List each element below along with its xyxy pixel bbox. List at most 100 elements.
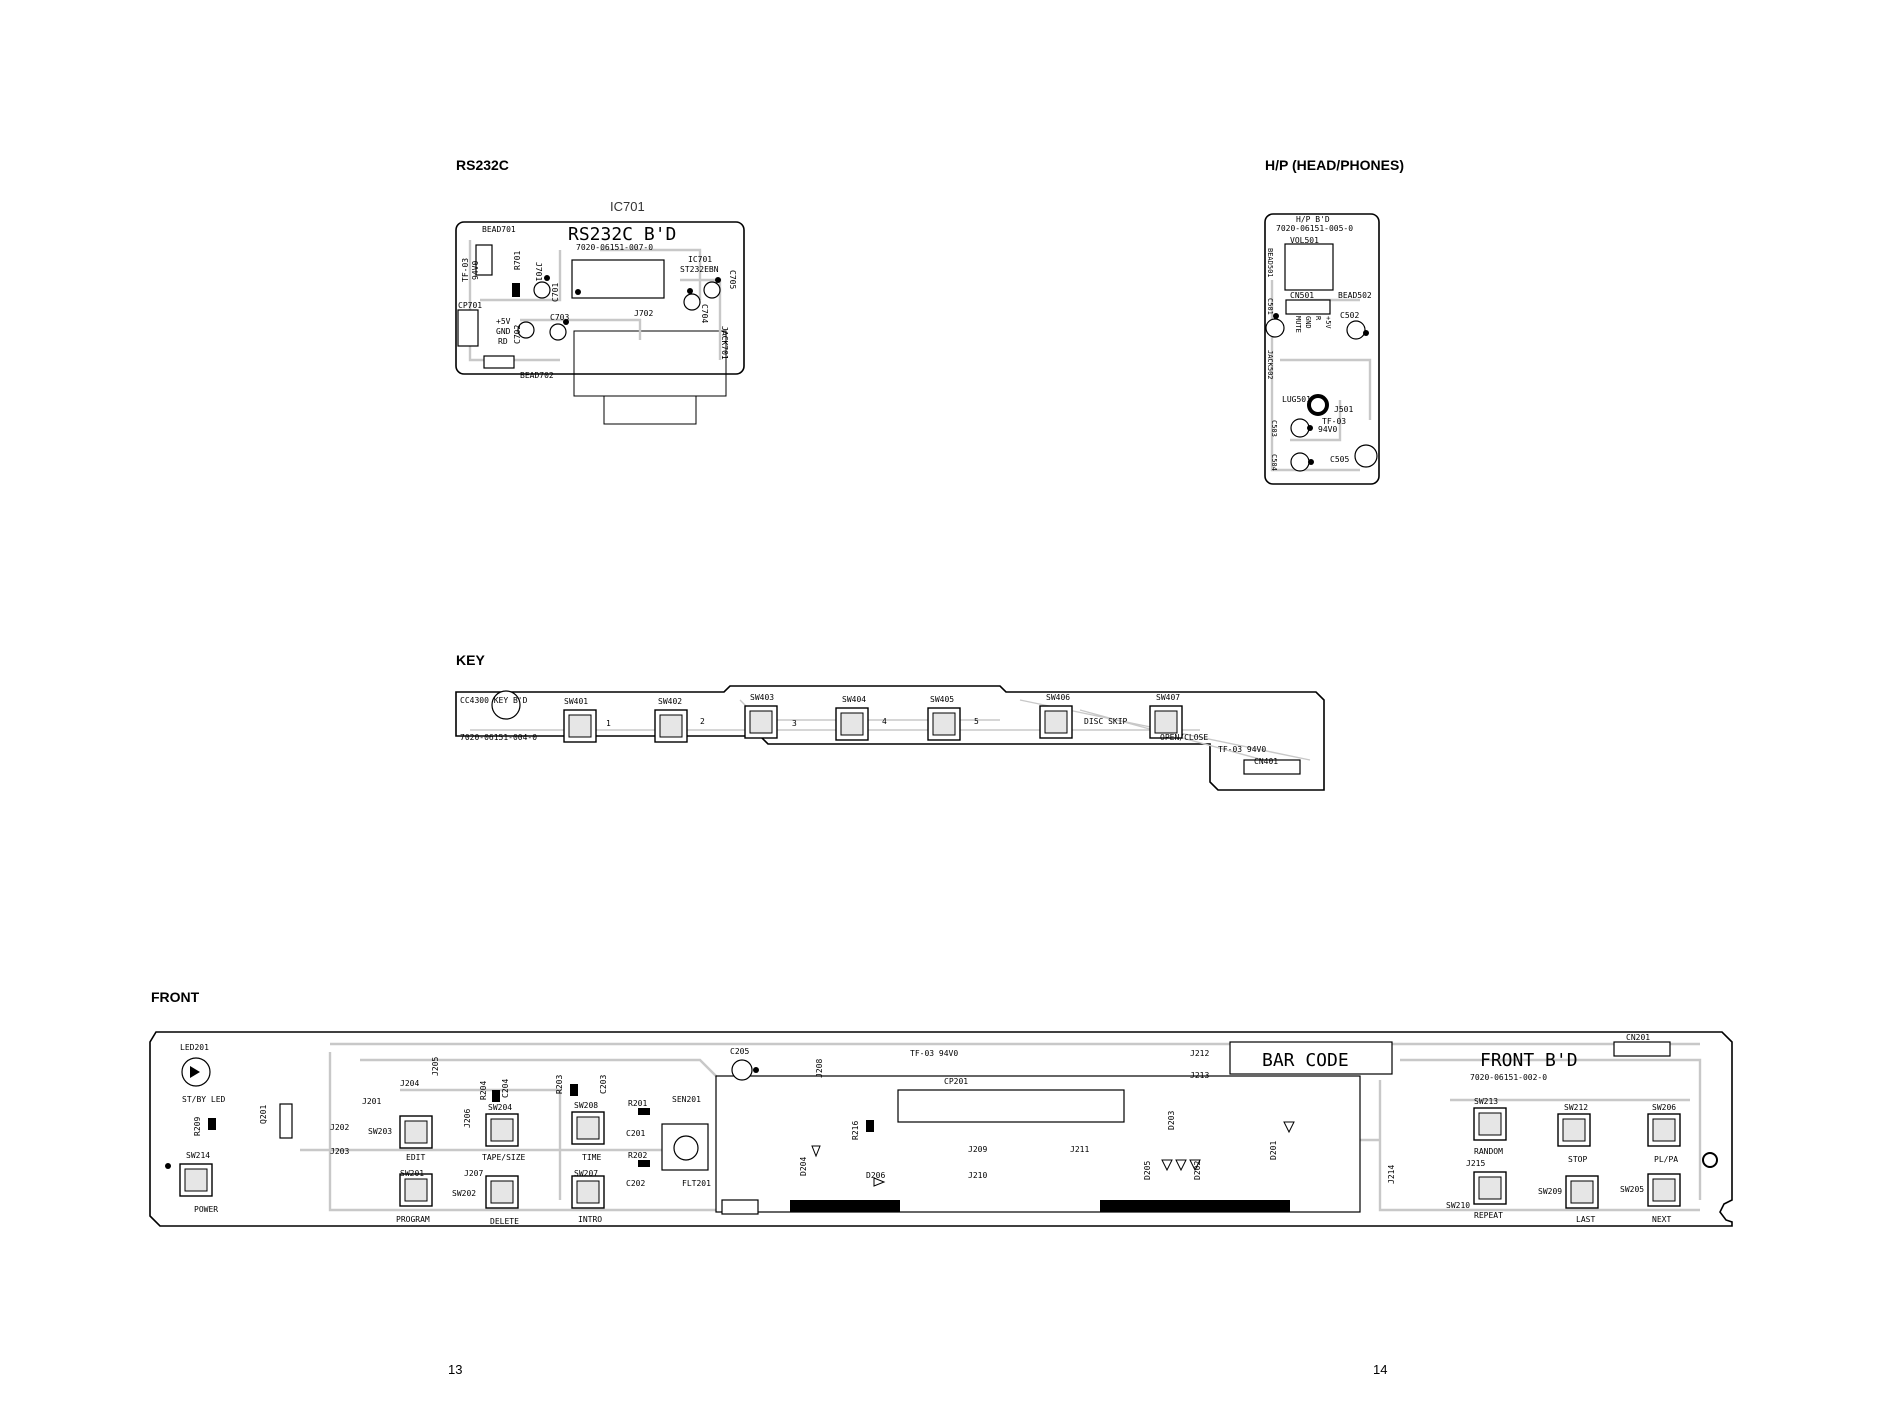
display-pin-row-left (790, 1200, 900, 1212)
ic701-label: IC701 (688, 255, 712, 264)
j702-label: J702 (634, 309, 653, 318)
bead501-label: BEAD501 (1266, 248, 1274, 278)
rd-label: RD (498, 337, 508, 346)
cp701-label: CP701 (458, 301, 482, 310)
bar-code-label: BAR CODE (1262, 1050, 1349, 1071)
switch-pad-inner (576, 1116, 600, 1140)
r209-label: R209 (193, 1117, 202, 1136)
d203-label: D203 (1167, 1111, 1176, 1130)
switch-ref-label: SW214 (186, 1151, 210, 1160)
switch-ref-label: SW205 (1620, 1185, 1644, 1194)
key-switch-group: SW4011SW4022SW4033SW4044SW4055SW406DISC … (563, 693, 1208, 743)
c702-capacitor (517, 321, 535, 339)
cp201-label: CP201 (944, 1077, 968, 1086)
ic701-callout: IC701 (610, 199, 645, 214)
switch-ref-label: SW407 (1156, 693, 1180, 702)
switch-function-label: PROGRAM (396, 1215, 430, 1224)
rs232c-heading: RS232C (456, 157, 509, 173)
switch-ref-label: SW403 (750, 693, 774, 702)
cn501-connector (1285, 299, 1331, 315)
hp-v94-label: 94V0 (1318, 425, 1337, 434)
bead701-label: BEAD701 (482, 225, 516, 234)
d203-symbol (1175, 1159, 1187, 1172)
bead701-part (475, 244, 493, 276)
switch-function-label: TAPE/SIZE (482, 1153, 526, 1162)
c502-dot (1363, 330, 1369, 336)
v94-label: 94V0 (471, 261, 480, 280)
switch-pad-inner (490, 1180, 514, 1204)
j211-label: J211 (1070, 1145, 1089, 1154)
j205-label: J205 (431, 1057, 440, 1076)
c504-label: C504 (1270, 454, 1278, 471)
c701-capacitor (533, 281, 551, 299)
switch-pad-inner (659, 714, 683, 738)
key-mount-hole (491, 690, 521, 720)
d202-symbol (1189, 1159, 1201, 1172)
rs232c-traces (468, 240, 722, 362)
switch-ref-label: SW208 (574, 1101, 598, 1110)
hp-part-number: 7020-06151-005-0 (1276, 224, 1353, 233)
switch-function-label: RANDOM (1474, 1147, 1503, 1156)
bead702-part (483, 355, 515, 369)
cn401-connector (1243, 759, 1301, 775)
r-label: R (1314, 316, 1322, 321)
rs232c-board-title: RS232C B'D (568, 224, 676, 245)
switch-pad-inner (749, 710, 773, 734)
switch-pad-inner (1044, 710, 1068, 734)
j206-label: J206 (463, 1109, 472, 1128)
page-number-right: 14 (1373, 1362, 1388, 1377)
cp701-connector (457, 309, 479, 347)
c201-label: C201 (626, 1129, 645, 1138)
switch-ref-label: SW210 (1446, 1201, 1470, 1210)
display-pin-row-right (1100, 1200, 1290, 1212)
switch-ref-label: SW204 (488, 1103, 512, 1112)
cn401-label: CN401 (1254, 757, 1278, 766)
c502-label: C502 (1340, 311, 1359, 320)
c705-capacitor (703, 281, 721, 299)
r203-resistor (570, 1084, 578, 1096)
switch-pad-inner (1652, 1178, 1676, 1202)
switch-ref-label: SW406 (1046, 693, 1070, 702)
c205-capacitor (731, 1059, 753, 1081)
j202-label: J202 (330, 1123, 349, 1132)
switch-function-label: POWER (194, 1205, 218, 1214)
c704-dot (687, 288, 693, 294)
c704-label: C704 (700, 304, 709, 323)
page-number-left: 13 (448, 1362, 463, 1377)
d201-label: D201 (1269, 1141, 1278, 1160)
switch-function-label: TIME (582, 1153, 601, 1162)
switch-ref-label: SW213 (1474, 1097, 1498, 1106)
j201-label: J201 (362, 1097, 381, 1106)
switch-pad-inner (840, 712, 864, 736)
switch-pad-inner (576, 1180, 600, 1204)
lug501-part (1307, 394, 1329, 416)
j215-label: J215 (1466, 1159, 1485, 1168)
switch-function-label: 4 (882, 717, 887, 726)
r701-label: R701 (513, 251, 522, 270)
switch-function-label: REPEAT (1474, 1211, 1503, 1220)
c202-label: C202 (626, 1179, 645, 1188)
c503-label: C503 (1270, 420, 1278, 437)
switch-ref-label: SW207 (574, 1169, 598, 1178)
switch-pad-inner (404, 1178, 428, 1202)
r202-label: R202 (628, 1151, 647, 1160)
q201-transistor (279, 1103, 293, 1139)
switch-ref-label: SW405 (930, 695, 954, 704)
d206-label: D206 (866, 1171, 885, 1180)
switch-ref-label: SW209 (1538, 1187, 1562, 1196)
stby-label: ST/BY LED (182, 1095, 226, 1104)
r216-label: R216 (851, 1121, 860, 1140)
hp-gnd-label: GND (1304, 316, 1312, 329)
j209-label: J209 (968, 1145, 987, 1154)
key-tf-mark: TF-03 94V0 (1218, 745, 1266, 754)
d204-label: D204 (799, 1157, 808, 1176)
key-model-label: CC4300 KEY B'D (460, 696, 528, 705)
front-board: BAR CODE FRONT B'D 7020-06151-002-0 TF-0… (149, 1031, 1733, 1227)
c502-capacitor (1346, 320, 1366, 340)
switch-pad-inner (490, 1118, 514, 1142)
d205-symbol (1161, 1159, 1173, 1172)
